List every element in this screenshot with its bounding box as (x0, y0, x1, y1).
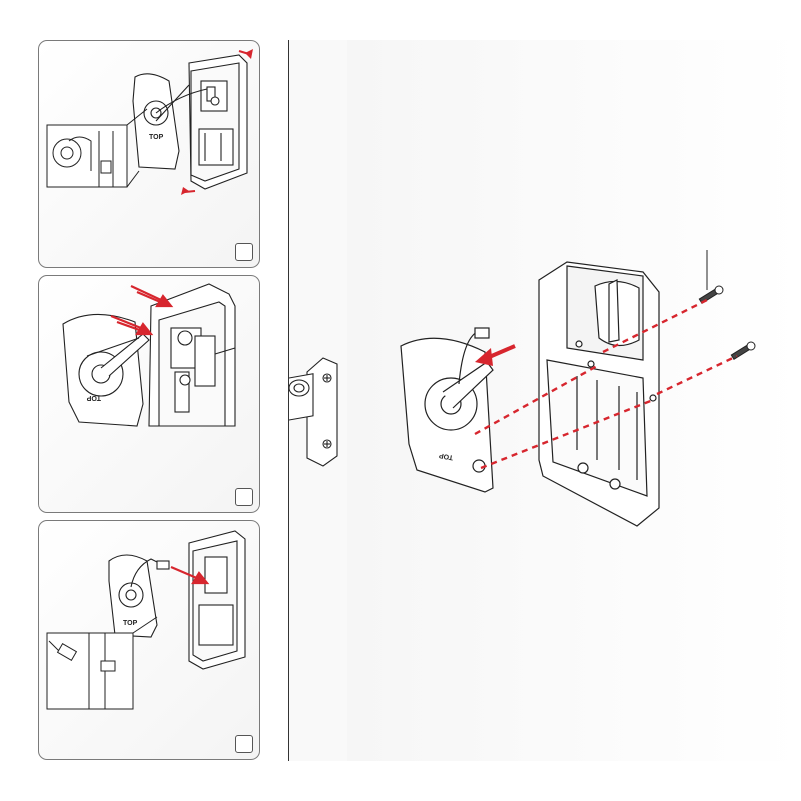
step-1-illustration: TOP (39, 41, 260, 268)
mounting-screw (699, 286, 755, 359)
step-panel-2: TOP (38, 275, 260, 513)
step-panel-3: TOP (38, 520, 260, 760)
inset-detail (47, 109, 147, 187)
main-illustration-area: TOP (347, 40, 801, 761)
top-marking-2: TOP (86, 394, 101, 401)
interior-housing (189, 55, 247, 189)
step-number-box (235, 735, 253, 753)
mounting-plate (401, 328, 493, 492)
step-3-illustration: TOP (39, 521, 260, 760)
top-marking-3: TOP (123, 620, 138, 627)
mounting-plate (109, 555, 169, 637)
step-2-illustration: TOP (39, 276, 260, 513)
latch-strip (288, 40, 348, 761)
interior-housing (189, 531, 245, 669)
step-number-box (235, 243, 253, 261)
main-assembly-illustration: TOP (347, 40, 801, 761)
interior-housing (539, 262, 659, 526)
mounting-plate (63, 314, 149, 426)
step-panel-1: TOP (38, 40, 260, 268)
step-number-box (235, 488, 253, 506)
top-marking-1: TOP (149, 134, 164, 141)
latch-illustration (289, 40, 347, 761)
